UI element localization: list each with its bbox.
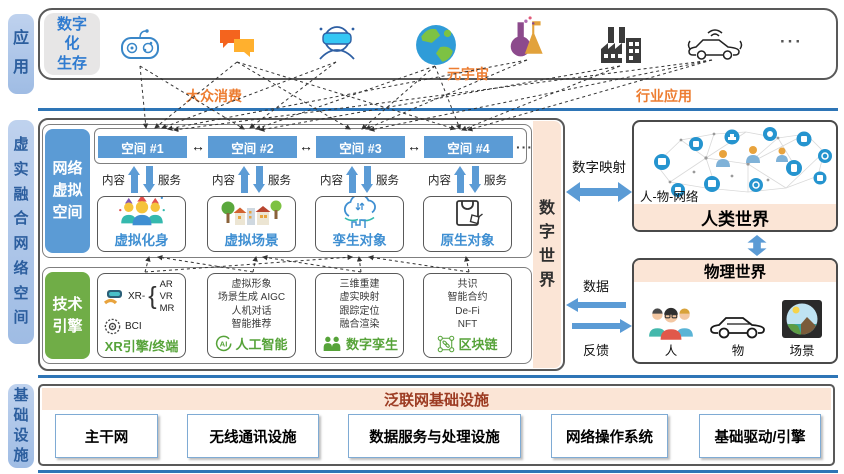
virtual-avatar-box: 虚拟化身 [97,196,186,252]
blockchain-nodes-icon [437,335,455,353]
physical-things-item: 物 [709,310,767,359]
metaverse-label: 元宇宙 [447,66,489,82]
separator-line-middle [38,375,838,378]
physical-world-title: 物理世界 [634,260,836,282]
chat-bubbles-icon [218,28,256,60]
down-arrow-icon [143,166,155,193]
factory-icon [599,24,645,66]
digital-life-label: 数字 化 生存 [44,13,100,75]
virtual-scene-box: 虚拟场景 [207,196,296,252]
landscape-scene-icon [781,300,823,340]
people-things-network-label: 人-物-网络 [640,190,699,204]
chemistry-flasks-icon [509,16,547,60]
virtual-space-tag: 网络虚拟空间 [45,129,90,253]
car-outline-icon [709,310,767,340]
brace-glyph: { [148,282,157,311]
up-arrow-icon [238,166,250,193]
globe-icon [415,24,457,66]
physical-people-item: 人 [647,304,695,359]
down-arrow-icon [361,166,373,193]
space-4-header: 空间 #4 [424,136,513,158]
digital-world-strip: 数字世界 [533,121,561,368]
industry-application-label: 行业应用 [636,88,692,104]
people-group-icon [647,304,695,340]
up-arrow-icon [454,166,466,193]
bci-brain-icon [103,317,122,336]
separator-line-top [38,108,838,111]
data-arrow-icon [566,298,626,312]
svg-text:AI: AI [220,340,228,349]
content-service-arrows-2: 内容 服务 [207,164,296,195]
native-object-box: 原生对象 [423,196,512,252]
shopping-bag-icon [450,197,486,229]
up-arrow-icon [346,166,358,193]
digital-mapping-label: 数字映射 [572,160,626,175]
space-link-arrow-icon: ↔ [299,138,313,154]
physical-world-box: 物理世界 人 [632,258,838,364]
space-link-arrow-icon: ↔ [191,138,205,154]
feedback-label: 反馈 [582,343,609,358]
xr-engine-box: XR- { AR VR MR BCI XR引擎/终端 [97,273,186,358]
side-label-application: 应用 [8,14,34,94]
spaces-row: 空间 #1 空间 #2 空间 #3 空间 #4 ↔ ↔ ↔ ··· [94,128,532,164]
human-world-box: 人-物-网络 人类世界 [632,120,838,232]
space-link-arrow-icon: ↔ [407,138,421,154]
space-2-header: 空间 #2 [208,136,297,158]
people-things-network-graphic [636,124,836,204]
network-os-box: 网络操作系统 [551,414,668,458]
physical-scene-item: 场景 [781,300,823,359]
ai-circle-icon: AI [215,335,232,352]
blockchain-engine-box: 共识 智能合约 De-Fi NFT 区块链 [423,273,512,358]
world-link-arrow-icon [746,235,768,256]
separator-line-bottom [38,470,838,473]
more-spaces-ellipsis: ··· [516,139,533,155]
side-label-infrastructure: 基础设施 [8,384,34,468]
wireless-comms-box: 无线通讯设施 [187,414,319,458]
cloud-sync-icon [336,197,384,229]
mass-consumption-label: 大众消费 [186,88,242,104]
data-services-box: 数据服务与处理设施 [348,414,521,458]
base-driver-engine-box: 基础驱动/引擎 [699,414,821,458]
vr-hand-icon [103,287,125,306]
game-controller-icon [118,28,162,62]
connected-car-icon [686,28,744,62]
tech-engine-tag: 技术引擎 [45,272,90,359]
vr-headset-person-icon [316,22,358,62]
content-service-arrows-4: 内容 服务 [423,164,512,195]
twin-object-box: 孪生对象 [315,196,404,252]
content-service-arrows-3: 内容 服务 [315,164,404,195]
space-3-header: 空间 #3 [316,136,405,158]
side-label-fusion-space: 虚实融合网络空间 [8,120,34,344]
feedback-arrow-icon [572,319,632,333]
down-arrow-icon [253,166,265,193]
infrastructure-title: 泛联网基础设施 [42,388,831,410]
town-icon [220,197,284,229]
backbone-network-box: 主干网 [55,414,158,458]
digital-mapping-arrow-icon [566,180,632,204]
up-arrow-icon [128,166,140,193]
data-label: 数据 [582,279,609,294]
ai-engine-box: 虚拟形象 场景生成 AIGC 人机对话 智能推荐 AI 人工智能 [207,273,296,358]
avatars-icon [116,197,168,229]
more-apps-ellipsis: ··· [780,32,803,51]
down-arrow-icon [469,166,481,193]
human-world-title: 人类世界 [634,204,836,230]
digital-twin-engine-box: 三维重建 虚实映射 跟踪定位 融合渲染 数字孪生 [315,273,404,358]
content-service-arrows-1: 内容 服务 [97,164,186,195]
space-1-header: 空间 #1 [98,136,187,158]
twin-people-icon [321,336,343,351]
